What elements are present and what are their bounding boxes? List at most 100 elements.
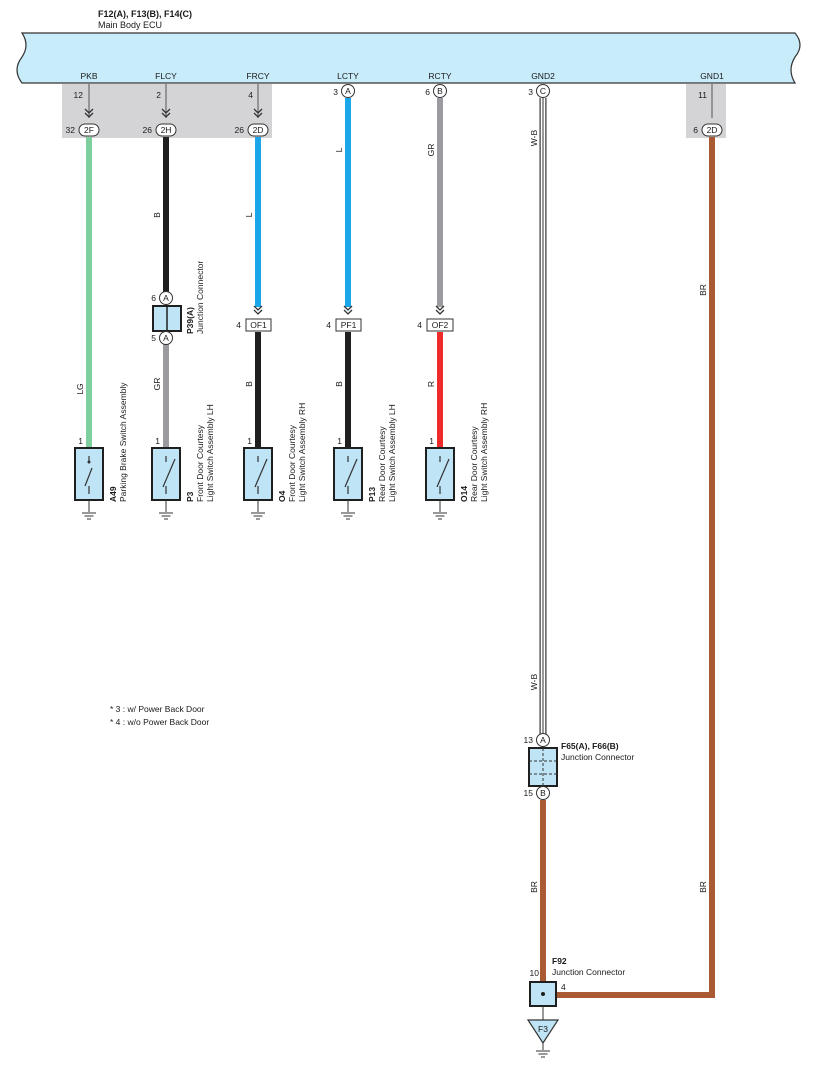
terminal-lcty: LCTY bbox=[337, 71, 359, 81]
o14-name-line1: Rear Door Courtesy bbox=[469, 426, 479, 502]
wire-label-lcty-lower: B bbox=[334, 381, 344, 387]
o4-code: O4 bbox=[277, 490, 287, 502]
o14-name-line2: Light Switch Assembly RH bbox=[479, 403, 489, 502]
pin-f65-bottom: 15 bbox=[524, 788, 534, 798]
wire-label-gnd2-lower: W-B bbox=[529, 673, 539, 690]
wire-label-pkb: LG bbox=[75, 383, 85, 394]
pin-p3: 1 bbox=[155, 436, 160, 446]
terminal-frcy: FRCY bbox=[246, 71, 269, 81]
wire-label-rcty-lower: R bbox=[426, 381, 436, 387]
pin-a49: 1 bbox=[78, 436, 83, 446]
pin-gnd1-ecu: 11 bbox=[698, 90, 707, 100]
f92-junction-connector bbox=[526, 981, 560, 1058]
pin-flcy-jc: 26 bbox=[143, 125, 153, 135]
a49-name: Parking Brake Switch Assembly bbox=[118, 382, 128, 502]
svg-text:2F: 2F bbox=[84, 125, 94, 135]
pin-frcy-ecu: 4 bbox=[248, 90, 253, 100]
pin-f92-in: 10 bbox=[530, 968, 540, 978]
a49-code: A49 bbox=[108, 486, 118, 502]
note-power-back-door: * 3 : w/ Power Back Door bbox=[110, 704, 205, 714]
svg-text:OF1: OF1 bbox=[250, 320, 267, 330]
badge-frcy-2d: 2D bbox=[247, 123, 269, 137]
svg-text:A: A bbox=[163, 293, 169, 303]
pin-p39-bottom: 5 bbox=[151, 333, 156, 343]
f92-name: Junction Connector bbox=[552, 967, 625, 977]
p13-code: P13 bbox=[367, 487, 377, 502]
terminal-gnd1: GND1 bbox=[700, 71, 724, 81]
pin-gnd2-ecu: 3 bbox=[528, 87, 533, 97]
p3-code: P3 bbox=[185, 491, 195, 502]
ecu-name: Main Body ECU bbox=[98, 20, 162, 30]
p3-name-line2: Light Switch Assembly LH bbox=[205, 404, 215, 502]
pin-o4: 1 bbox=[247, 436, 252, 446]
note-no-power-back-door: * 4 : w/o Power Back Door bbox=[110, 717, 210, 727]
pin-pkb-jc: 32 bbox=[66, 125, 76, 135]
svg-text:A: A bbox=[345, 86, 351, 96]
switch-p13 bbox=[333, 447, 363, 520]
svg-text:A: A bbox=[540, 735, 546, 745]
f65-name: Junction Connector bbox=[561, 752, 634, 762]
wire-label-flcy-upper: B bbox=[152, 212, 162, 218]
terminal-pkb: PKB bbox=[80, 71, 97, 81]
ecu-body bbox=[16, 32, 801, 84]
svg-text:2D: 2D bbox=[707, 125, 718, 135]
pin-pf1: 4 bbox=[326, 320, 331, 330]
notes: * 3 : w/ Power Back Door * 4 : w/o Power… bbox=[110, 703, 209, 729]
pin-of2: 4 bbox=[417, 320, 422, 330]
terminal-gnd2: GND2 bbox=[531, 71, 555, 81]
pin-p39-top: 6 bbox=[151, 293, 156, 303]
svg-text:A: A bbox=[163, 333, 169, 343]
svg-text:PF1: PF1 bbox=[341, 320, 357, 330]
wire-label-flcy-lower: GR bbox=[152, 378, 162, 391]
p39-junction-connector: A A bbox=[152, 291, 182, 345]
wire-label-gnd1-lower: BR bbox=[698, 881, 708, 893]
pin-f65-top: 13 bbox=[524, 735, 534, 745]
pin-pkb-ecu: 12 bbox=[74, 90, 84, 100]
wire-label-frcy-upper: L bbox=[244, 212, 254, 217]
pin-of1: 4 bbox=[236, 320, 241, 330]
p13-name-line2: Light Switch Assembly LH bbox=[387, 404, 397, 502]
f65-f66-junction-connector: A B bbox=[528, 733, 558, 800]
connector-of2: OF2 bbox=[426, 318, 454, 332]
svg-text:C: C bbox=[540, 86, 546, 96]
badge-rcty-b: B bbox=[433, 84, 447, 98]
badge-flcy-2h: 2H bbox=[155, 123, 177, 137]
terminal-rcty: RCTY bbox=[428, 71, 451, 81]
terminal-flcy: FLCY bbox=[155, 71, 177, 81]
wire-label-gnd1-upper: BR bbox=[698, 284, 708, 296]
ground-f3-label: F3 bbox=[538, 1024, 548, 1034]
pin-frcy-jc: 26 bbox=[235, 125, 245, 135]
svg-text:B: B bbox=[540, 788, 546, 798]
wire-label-lcty-upper: L bbox=[334, 147, 344, 152]
f92-code: F92 bbox=[552, 956, 567, 966]
switch-p3 bbox=[151, 447, 181, 520]
o14-code: O14 bbox=[459, 486, 469, 502]
badge-gnd2-c: C bbox=[536, 84, 550, 98]
p3-name-line1: Front Door Courtesy bbox=[195, 424, 205, 502]
o4-name-line1: Front Door Courtesy bbox=[287, 424, 297, 502]
pin-o14: 1 bbox=[429, 436, 434, 446]
pin-f92-out: 4 bbox=[561, 982, 566, 992]
svg-text:OF2: OF2 bbox=[432, 320, 449, 330]
pin-lcty-ecu: 3 bbox=[333, 87, 338, 97]
p13-name-line1: Rear Door Courtesy bbox=[377, 426, 387, 502]
wire-label-frcy-lower: B bbox=[244, 381, 254, 387]
switch-o4 bbox=[243, 447, 273, 520]
wire-label-rcty-upper: GR bbox=[426, 144, 436, 157]
f65-code: F65(A), F66(B) bbox=[561, 741, 619, 751]
switch-o14 bbox=[425, 447, 455, 520]
badge-gnd1-2d: 2D bbox=[701, 123, 723, 137]
connector-pf1: PF1 bbox=[335, 318, 362, 332]
p39-code: P39(A) bbox=[185, 307, 195, 334]
svg-text:B: B bbox=[437, 86, 443, 96]
ecu-connector-label: F12(A), F13(B), F14(C) bbox=[98, 9, 192, 19]
wire-gnd1-br bbox=[556, 137, 715, 998]
p39-name: Junction Connector bbox=[195, 261, 205, 334]
pin-rcty-ecu: 6 bbox=[425, 87, 430, 97]
svg-text:2H: 2H bbox=[161, 125, 172, 135]
o4-name-line2: Light Switch Assembly RH bbox=[297, 403, 307, 502]
switch-a49 bbox=[74, 447, 104, 520]
pin-flcy-ecu: 2 bbox=[156, 90, 161, 100]
pin-p13: 1 bbox=[337, 436, 342, 446]
